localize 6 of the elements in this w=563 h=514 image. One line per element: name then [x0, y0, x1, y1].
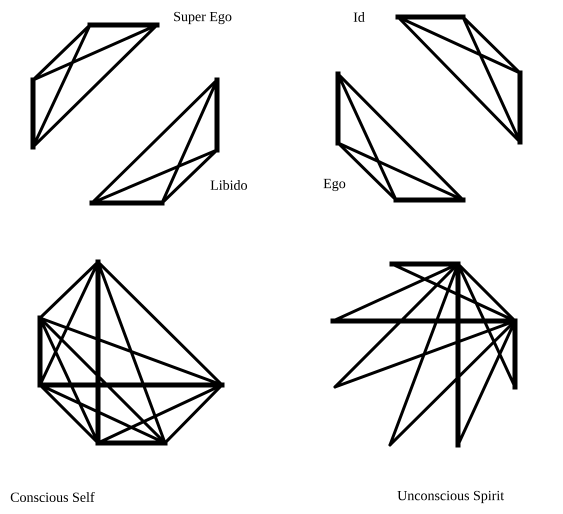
- figure-label: Id: [354, 12, 365, 22]
- figure-label: Ego: [324, 178, 346, 192]
- figure-label: Super Ego: [174, 12, 232, 24]
- figure-label: Libido: [210, 180, 247, 190]
- figure-label: Unconscious Spirit: [398, 490, 504, 504]
- figure-label: Conscious Self: [10, 492, 95, 502]
